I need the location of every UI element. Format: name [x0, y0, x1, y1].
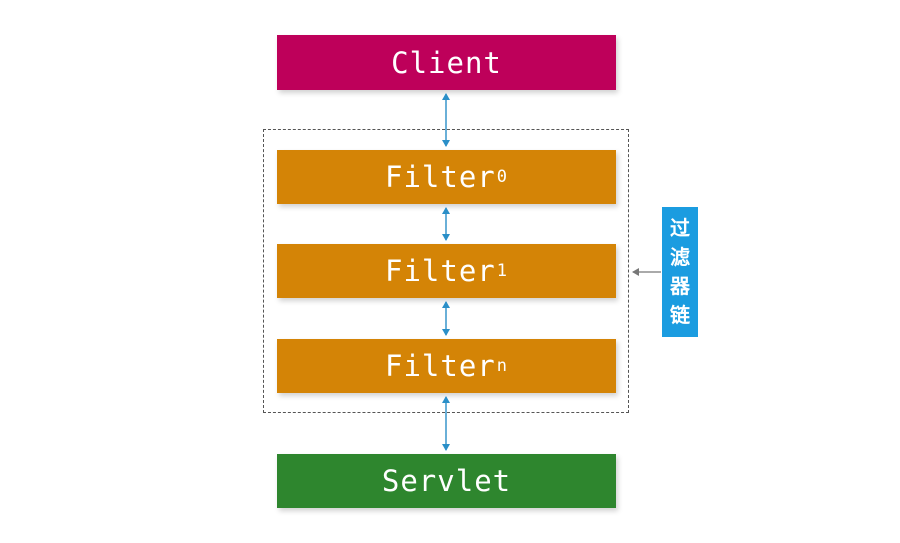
client-label: Client: [391, 45, 502, 80]
filter-0-subscript: 0: [496, 167, 508, 187]
chain-char-4: 链: [670, 303, 690, 327]
filter-0-label: Filter: [384, 160, 496, 194]
filter-1-subscript: 1: [496, 261, 508, 281]
chain-char-1: 过: [670, 216, 690, 240]
chain-char-2: 滤: [670, 245, 690, 269]
client-node: Client: [277, 35, 616, 90]
filter-chain-label: 过 滤 器 链: [662, 207, 698, 337]
filter-n-subscript: n: [496, 356, 508, 376]
servlet-node: Servlet: [277, 454, 616, 508]
filter-1-label: Filter: [384, 254, 496, 288]
filter-n-label: Filter: [384, 349, 496, 383]
servlet-label: Servlet: [381, 464, 512, 498]
chain-char-3: 器: [670, 274, 690, 298]
